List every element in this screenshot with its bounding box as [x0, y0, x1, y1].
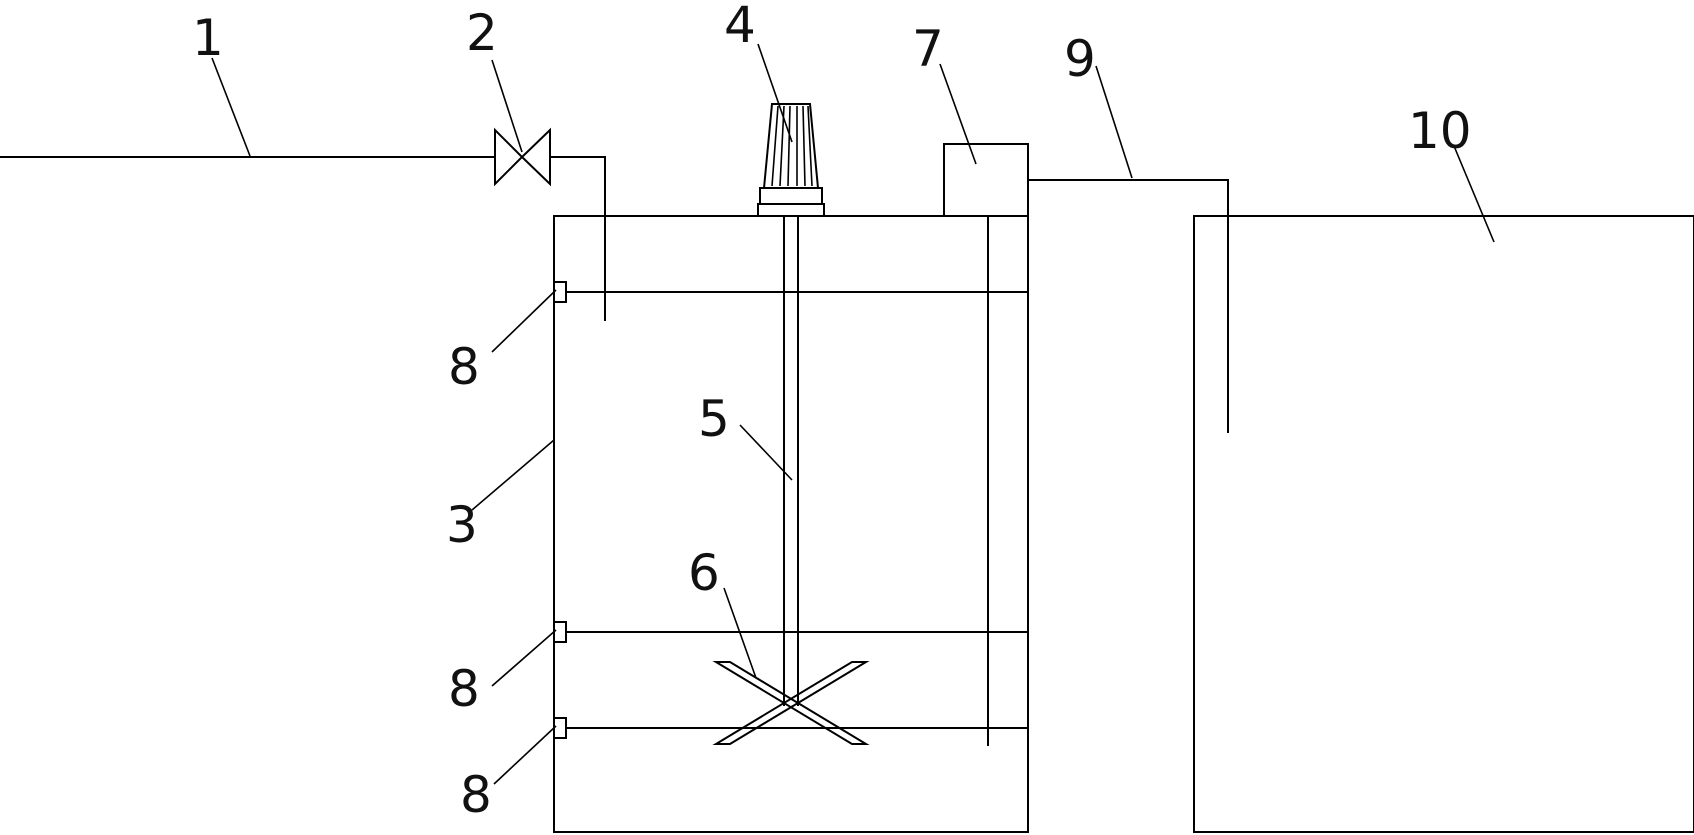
receiving-tank — [1193, 215, 1694, 833]
transfer-pipe — [1027, 179, 1229, 433]
controller-box — [943, 143, 1029, 217]
motor-icon — [757, 103, 825, 217]
label-6: 6 — [688, 544, 720, 602]
impeller-icon — [712, 661, 870, 745]
level-sensor-middle — [553, 621, 1029, 643]
valve-icon — [494, 127, 551, 187]
label-4: 4 — [724, 0, 756, 54]
label-8-middle: 8 — [448, 660, 480, 718]
level-sensor-bottom — [553, 717, 1029, 739]
label-9: 9 — [1064, 30, 1096, 88]
label-7: 7 — [912, 20, 944, 78]
label-5: 5 — [698, 390, 730, 448]
label-2: 2 — [466, 4, 498, 62]
label-3: 3 — [446, 496, 478, 554]
mixing-tank — [553, 215, 1029, 833]
stirring-shaft — [783, 215, 799, 706]
inlet-pipe — [0, 156, 606, 321]
label-8-top: 8 — [448, 338, 480, 396]
level-sensor-top — [553, 281, 1029, 303]
label-10: 10 — [1408, 102, 1472, 160]
label-8-bottom: 8 — [460, 766, 492, 824]
leader-lines — [211, 43, 1495, 785]
label-1: 1 — [192, 9, 224, 67]
